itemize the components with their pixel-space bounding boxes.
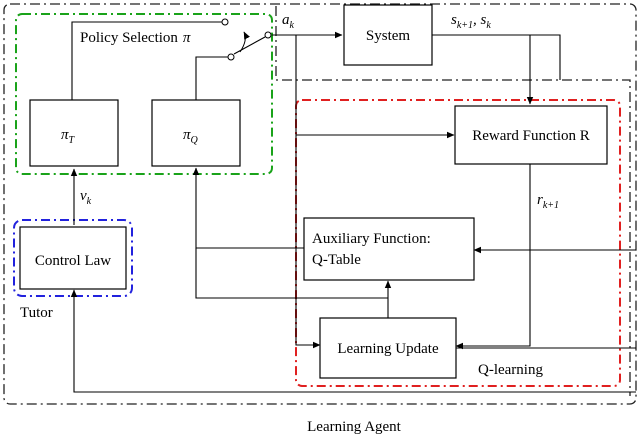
state-label: sk+1, sk xyxy=(451,12,491,31)
q-learning-agent-outer-region xyxy=(275,6,631,396)
q-table-label: Q-Table xyxy=(312,252,361,268)
pi-q-label: πQ xyxy=(183,127,199,146)
reward-function-box xyxy=(454,105,608,165)
aux-to-pi-q-wire xyxy=(192,167,304,249)
control-signal-label: vk xyxy=(80,188,92,207)
switch-arc-arrow xyxy=(239,31,250,53)
action-down-to-learning-update-wire xyxy=(295,35,321,349)
reward-signal-label: rk+1 xyxy=(537,192,559,211)
action-label: ak xyxy=(282,12,295,31)
tutor-label: Tutor xyxy=(20,305,53,321)
control-law-box xyxy=(19,226,127,290)
reward-function-label: Reward Function R xyxy=(472,128,590,144)
state-to-control-law-wire xyxy=(70,289,636,393)
policy-region xyxy=(15,13,273,175)
pi-q-to-switch-wire xyxy=(195,56,228,100)
learning-agent-region xyxy=(3,3,637,405)
q-learning-region xyxy=(295,99,621,387)
auxiliary-function-box xyxy=(303,217,475,281)
state-to-outer-wire xyxy=(530,34,561,80)
learning-agent-label: Learning Agent xyxy=(307,419,402,435)
reward-to-learning-update-wire xyxy=(455,164,531,350)
control-law-label: Control Law xyxy=(35,253,111,269)
q-learning-label: Q-learning xyxy=(478,362,543,378)
learning-update-label: Learning Update xyxy=(337,341,439,357)
policy-switch xyxy=(221,18,272,61)
auxiliary-function-label: Auxiliary Function: xyxy=(312,231,431,247)
system-box xyxy=(343,4,433,66)
system-label: System xyxy=(366,28,411,44)
state-to-reward-wire xyxy=(432,34,534,105)
pi-t-to-switch-wire xyxy=(71,21,222,100)
pi-t-box xyxy=(29,99,119,167)
pi-q-branch-to-update-wire xyxy=(195,248,388,299)
pi-t-label: πT xyxy=(61,127,76,146)
learning-update-box xyxy=(319,317,457,379)
tutor-region xyxy=(13,219,133,297)
pi-q-box xyxy=(151,99,241,167)
